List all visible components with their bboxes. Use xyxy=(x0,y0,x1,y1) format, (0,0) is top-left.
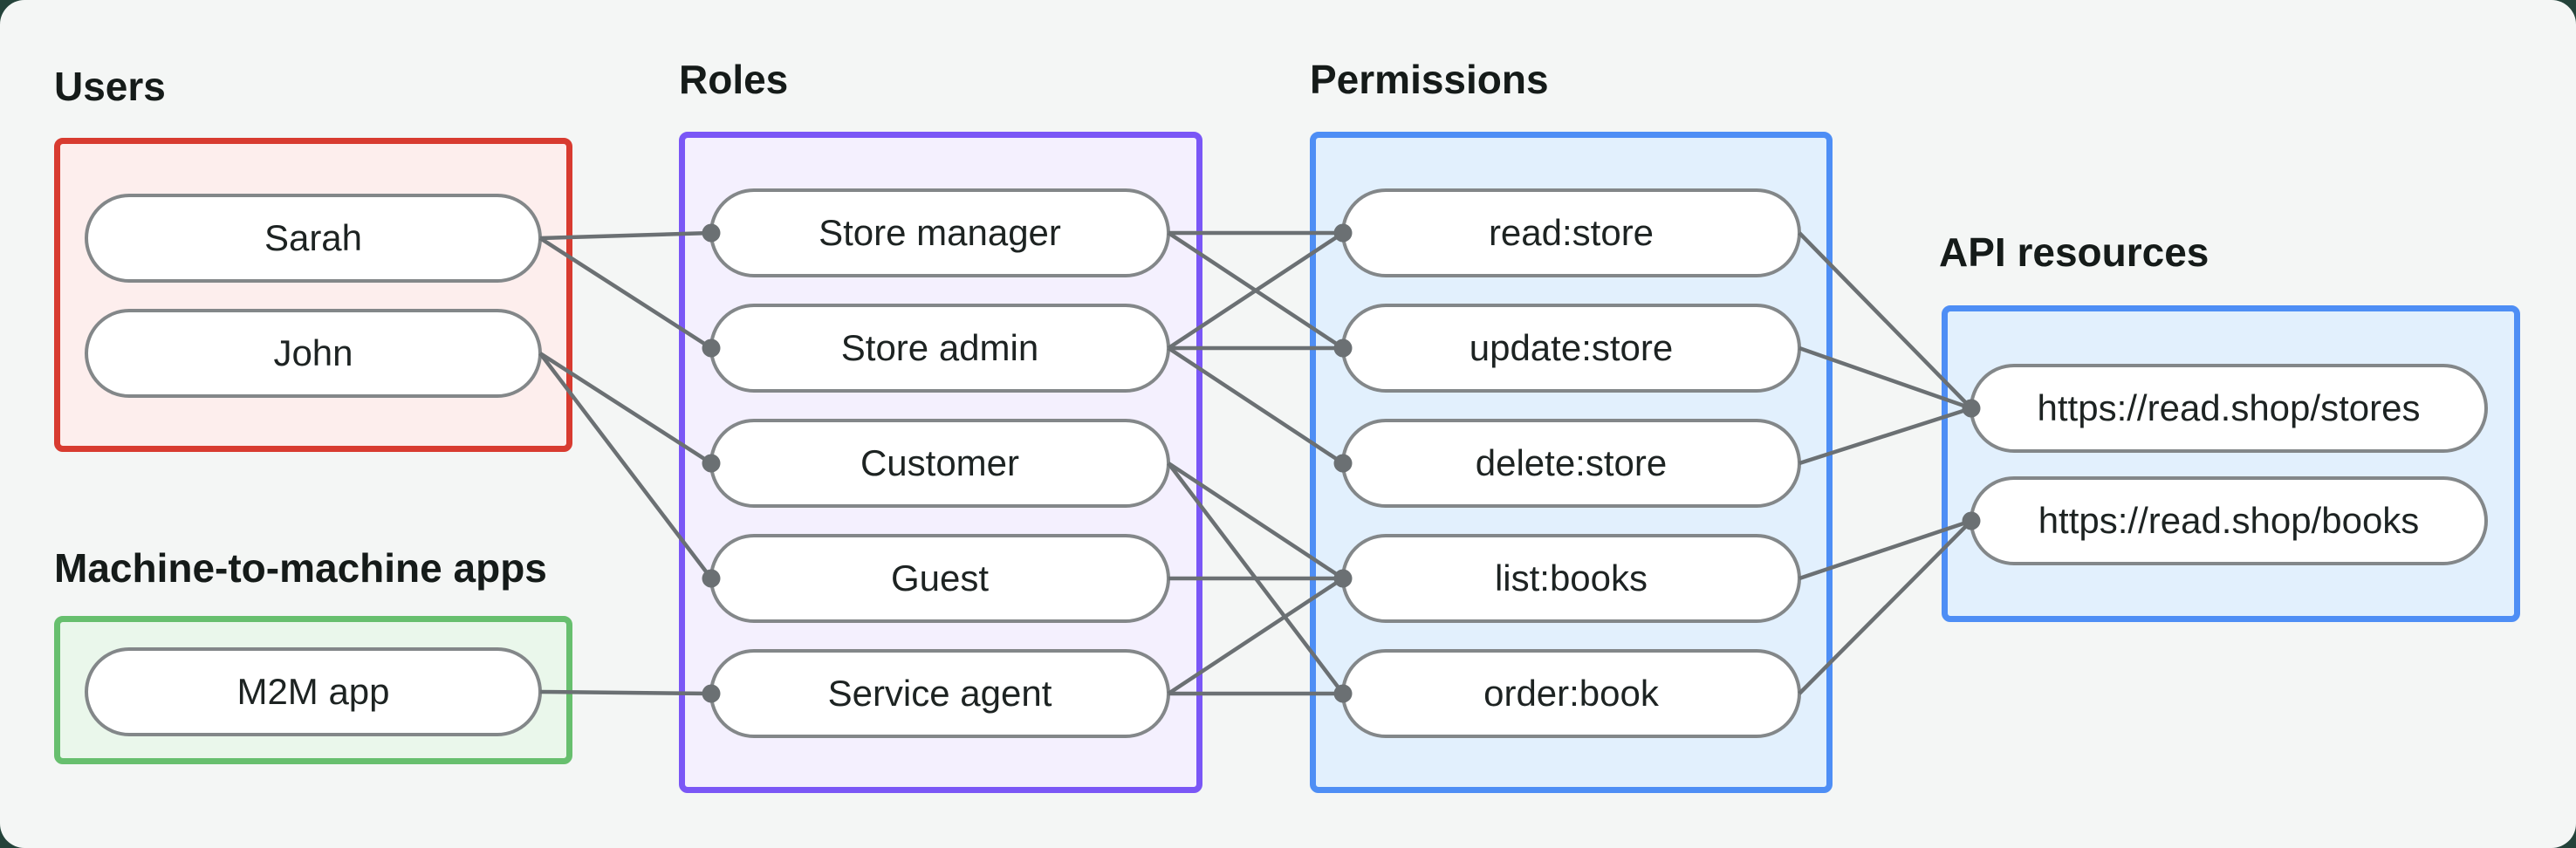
users-group-title: Users xyxy=(54,64,166,109)
node-order-book: order:book xyxy=(1341,649,1801,738)
node-label: update:store xyxy=(1469,327,1674,368)
roles-group-title: Roles xyxy=(679,57,789,102)
node-read-store: read:store xyxy=(1341,188,1801,277)
node-label: delete:store xyxy=(1475,442,1668,483)
api-resources-group-title: API resources xyxy=(1939,229,2209,275)
api-resources-group-box xyxy=(1942,305,2520,622)
node-guest: Guest xyxy=(709,534,1170,623)
node-store-admin: Store admin xyxy=(709,304,1170,393)
node-label: Service agent xyxy=(827,673,1052,714)
node-label: order:book xyxy=(1483,673,1659,714)
node-label: https://read.shop/books xyxy=(2038,500,2420,541)
node-label: Sarah xyxy=(264,217,363,258)
node-label: Store admin xyxy=(840,327,1039,368)
node-stores-api: https://read.shop/stores xyxy=(1970,364,2488,453)
node-label: M2M app xyxy=(236,671,390,712)
node-sarah: Sarah xyxy=(85,194,542,283)
node-label: John xyxy=(273,332,353,373)
node-label: Store manager xyxy=(819,212,1061,253)
node-label: Customer xyxy=(860,442,1020,483)
node-label: Guest xyxy=(890,557,990,598)
users-group-box xyxy=(54,138,572,452)
permissions-group-title: Permissions xyxy=(1310,57,1549,102)
node-update-store: update:store xyxy=(1341,304,1801,393)
node-label: read:store xyxy=(1488,212,1655,253)
node-store-manager: Store manager xyxy=(709,188,1170,277)
node-delete-store: delete:store xyxy=(1341,419,1801,508)
node-service-agent: Service agent xyxy=(709,649,1170,738)
node-m2m-app: M2M app xyxy=(85,647,542,736)
node-label: https://read.shop/stores xyxy=(2037,387,2421,428)
node-label: list:books xyxy=(1494,557,1648,598)
node-customer: Customer xyxy=(709,419,1170,508)
node-books-api: https://read.shop/books xyxy=(1970,476,2488,565)
node-john: John xyxy=(85,309,542,398)
node-list-books: list:books xyxy=(1341,534,1801,623)
m2m-apps-group-title: Machine-to-machine apps xyxy=(54,545,547,591)
